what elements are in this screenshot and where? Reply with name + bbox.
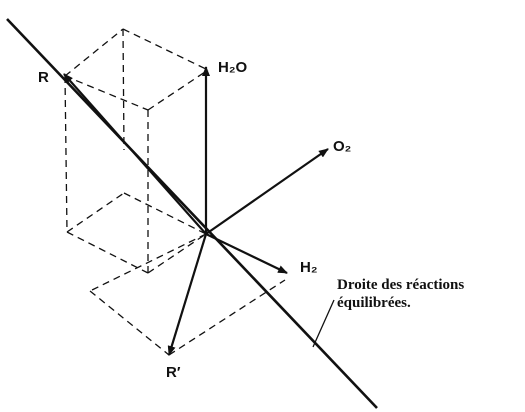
r-label: R xyxy=(38,69,49,86)
r-prime-vector xyxy=(167,233,208,356)
h2o-label: H₂O xyxy=(218,59,248,76)
h2-vector xyxy=(205,233,288,274)
h2-label: H₂ xyxy=(300,259,318,276)
annotation-line-2: équilibrées. xyxy=(337,295,411,311)
annotation-leader xyxy=(312,299,335,348)
o2-label: O₂ xyxy=(333,138,352,155)
r-prime-label: R′ xyxy=(166,364,181,381)
construction-box xyxy=(64,28,209,274)
annotation-line-1: Droite des réactions xyxy=(337,277,465,293)
r-vector xyxy=(63,73,207,235)
equilibrium-line xyxy=(6,18,378,409)
o2-vector xyxy=(205,148,329,235)
resultant-parallelogram xyxy=(89,233,286,356)
